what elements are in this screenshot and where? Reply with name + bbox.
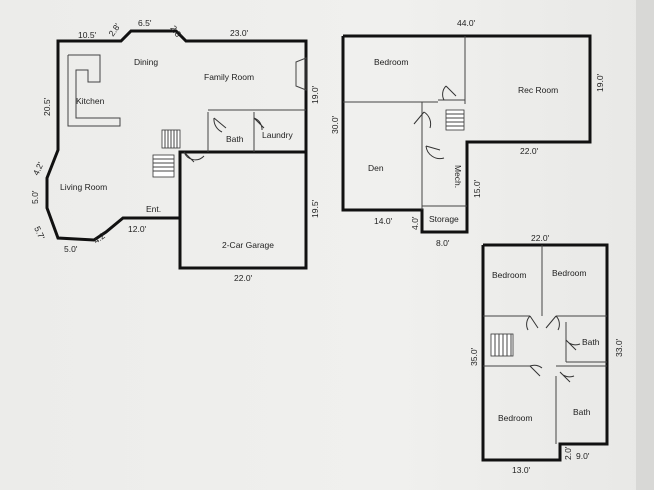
dim-left-upper: 20.5' [42,97,52,116]
dim-mech-side: 15.0' [472,179,482,198]
room-mech: Mech. [453,165,463,188]
dim-garage-width: 22.0' [234,273,253,283]
dim-right-lower: 19.5' [310,199,320,218]
bath-upper-door-swing [565,339,581,351]
bedroom-door-swing [442,85,457,101]
room-family-room: Family Room [204,72,254,82]
bath-door-swing [213,117,227,133]
dim-right-upper: 19.0' [310,85,320,104]
dim-upper-left: 35.0' [469,347,479,366]
room-laundry: Laundry [262,130,293,140]
garage-door-swing [183,151,205,163]
kitchen-counter [67,54,121,127]
room-lower-bedroom: Bedroom [374,57,409,67]
dim-bottom-left: 5.0' [64,244,78,254]
lower-stairs-icon [445,109,465,131]
mech-door-swing [425,145,445,160]
main-stairs-icon [152,129,181,178]
room-entry: Ent. [146,204,161,214]
lower-bedroom-door-swing [529,364,543,377]
upper-left-door-swing [526,315,539,331]
dim-angle-a: 2.8' [106,21,122,38]
dim-top-mid: 6.5' [138,18,152,28]
dim-step-bottom: 9.0' [576,451,590,461]
dim-top-right: 23.0' [230,28,249,38]
dim-top-left: 10.5' [78,30,97,40]
dim-den-bottom: 14.0' [374,216,393,226]
dim-angle-d: 5.7' [32,225,47,242]
dim-upper-bottom: 13.0' [512,465,531,475]
room-kitchen: Kitchen [76,96,105,106]
dim-upper-right: 33.0' [614,338,624,357]
dim-angle-c: 4.2' [31,160,46,177]
room-lower-bath: Bath [573,407,591,417]
main-floor-exterior-wall [45,29,308,270]
room-upper-bedroom-right: Bedroom [552,268,587,278]
dim-lower-right: 19.0' [595,73,605,92]
fireplace-icon [295,57,307,91]
upper-floor-exterior-wall [481,243,609,462]
room-upper-bedroom-bottom: Bedroom [498,413,533,423]
room-storage: Storage [429,214,459,224]
dim-entry-width: 12.0' [128,224,147,234]
lower-floor-plan: Bedroom Rec Room Den Mech. Storage 44.0'… [330,18,605,248]
room-garage: 2-Car Garage [222,240,274,250]
dim-storage-bottom: 8.0' [436,238,450,248]
room-upper-bath: Bath [582,337,600,347]
dim-step-side: 2.0' [563,446,573,460]
room-bath: Bath [226,134,244,144]
lower-floor-exterior-wall [341,34,592,234]
upper-floor-plan: Bedroom Bedroom Bath Bedroom Bath 22.0' … [469,233,624,475]
upper-stairs-icon [490,333,514,357]
dim-rec-bottom: 22.0' [520,146,539,156]
dim-storage-side: 4.0' [410,216,420,230]
room-dining: Dining [134,57,158,67]
den-door-swing [413,111,432,129]
dim-left-lower: 5.0' [30,190,40,204]
room-living-room: Living Room [60,182,107,192]
dim-lower-left: 30.0' [330,115,340,134]
bath-lower-door-swing [559,371,575,383]
dim-upper-top: 22.0' [531,233,550,243]
paper-edge [636,0,654,490]
laundry-door-swing [253,117,265,131]
garage-wall [178,150,306,218]
main-floor-plan: Dining Family Room Kitchen Bath Laundry … [30,18,320,283]
room-upper-bedroom-left: Bedroom [492,270,527,280]
room-den: Den [368,163,384,173]
dim-lower-top: 44.0' [457,18,476,28]
upper-right-door-swing [545,315,560,331]
room-rec-room: Rec Room [518,85,558,95]
